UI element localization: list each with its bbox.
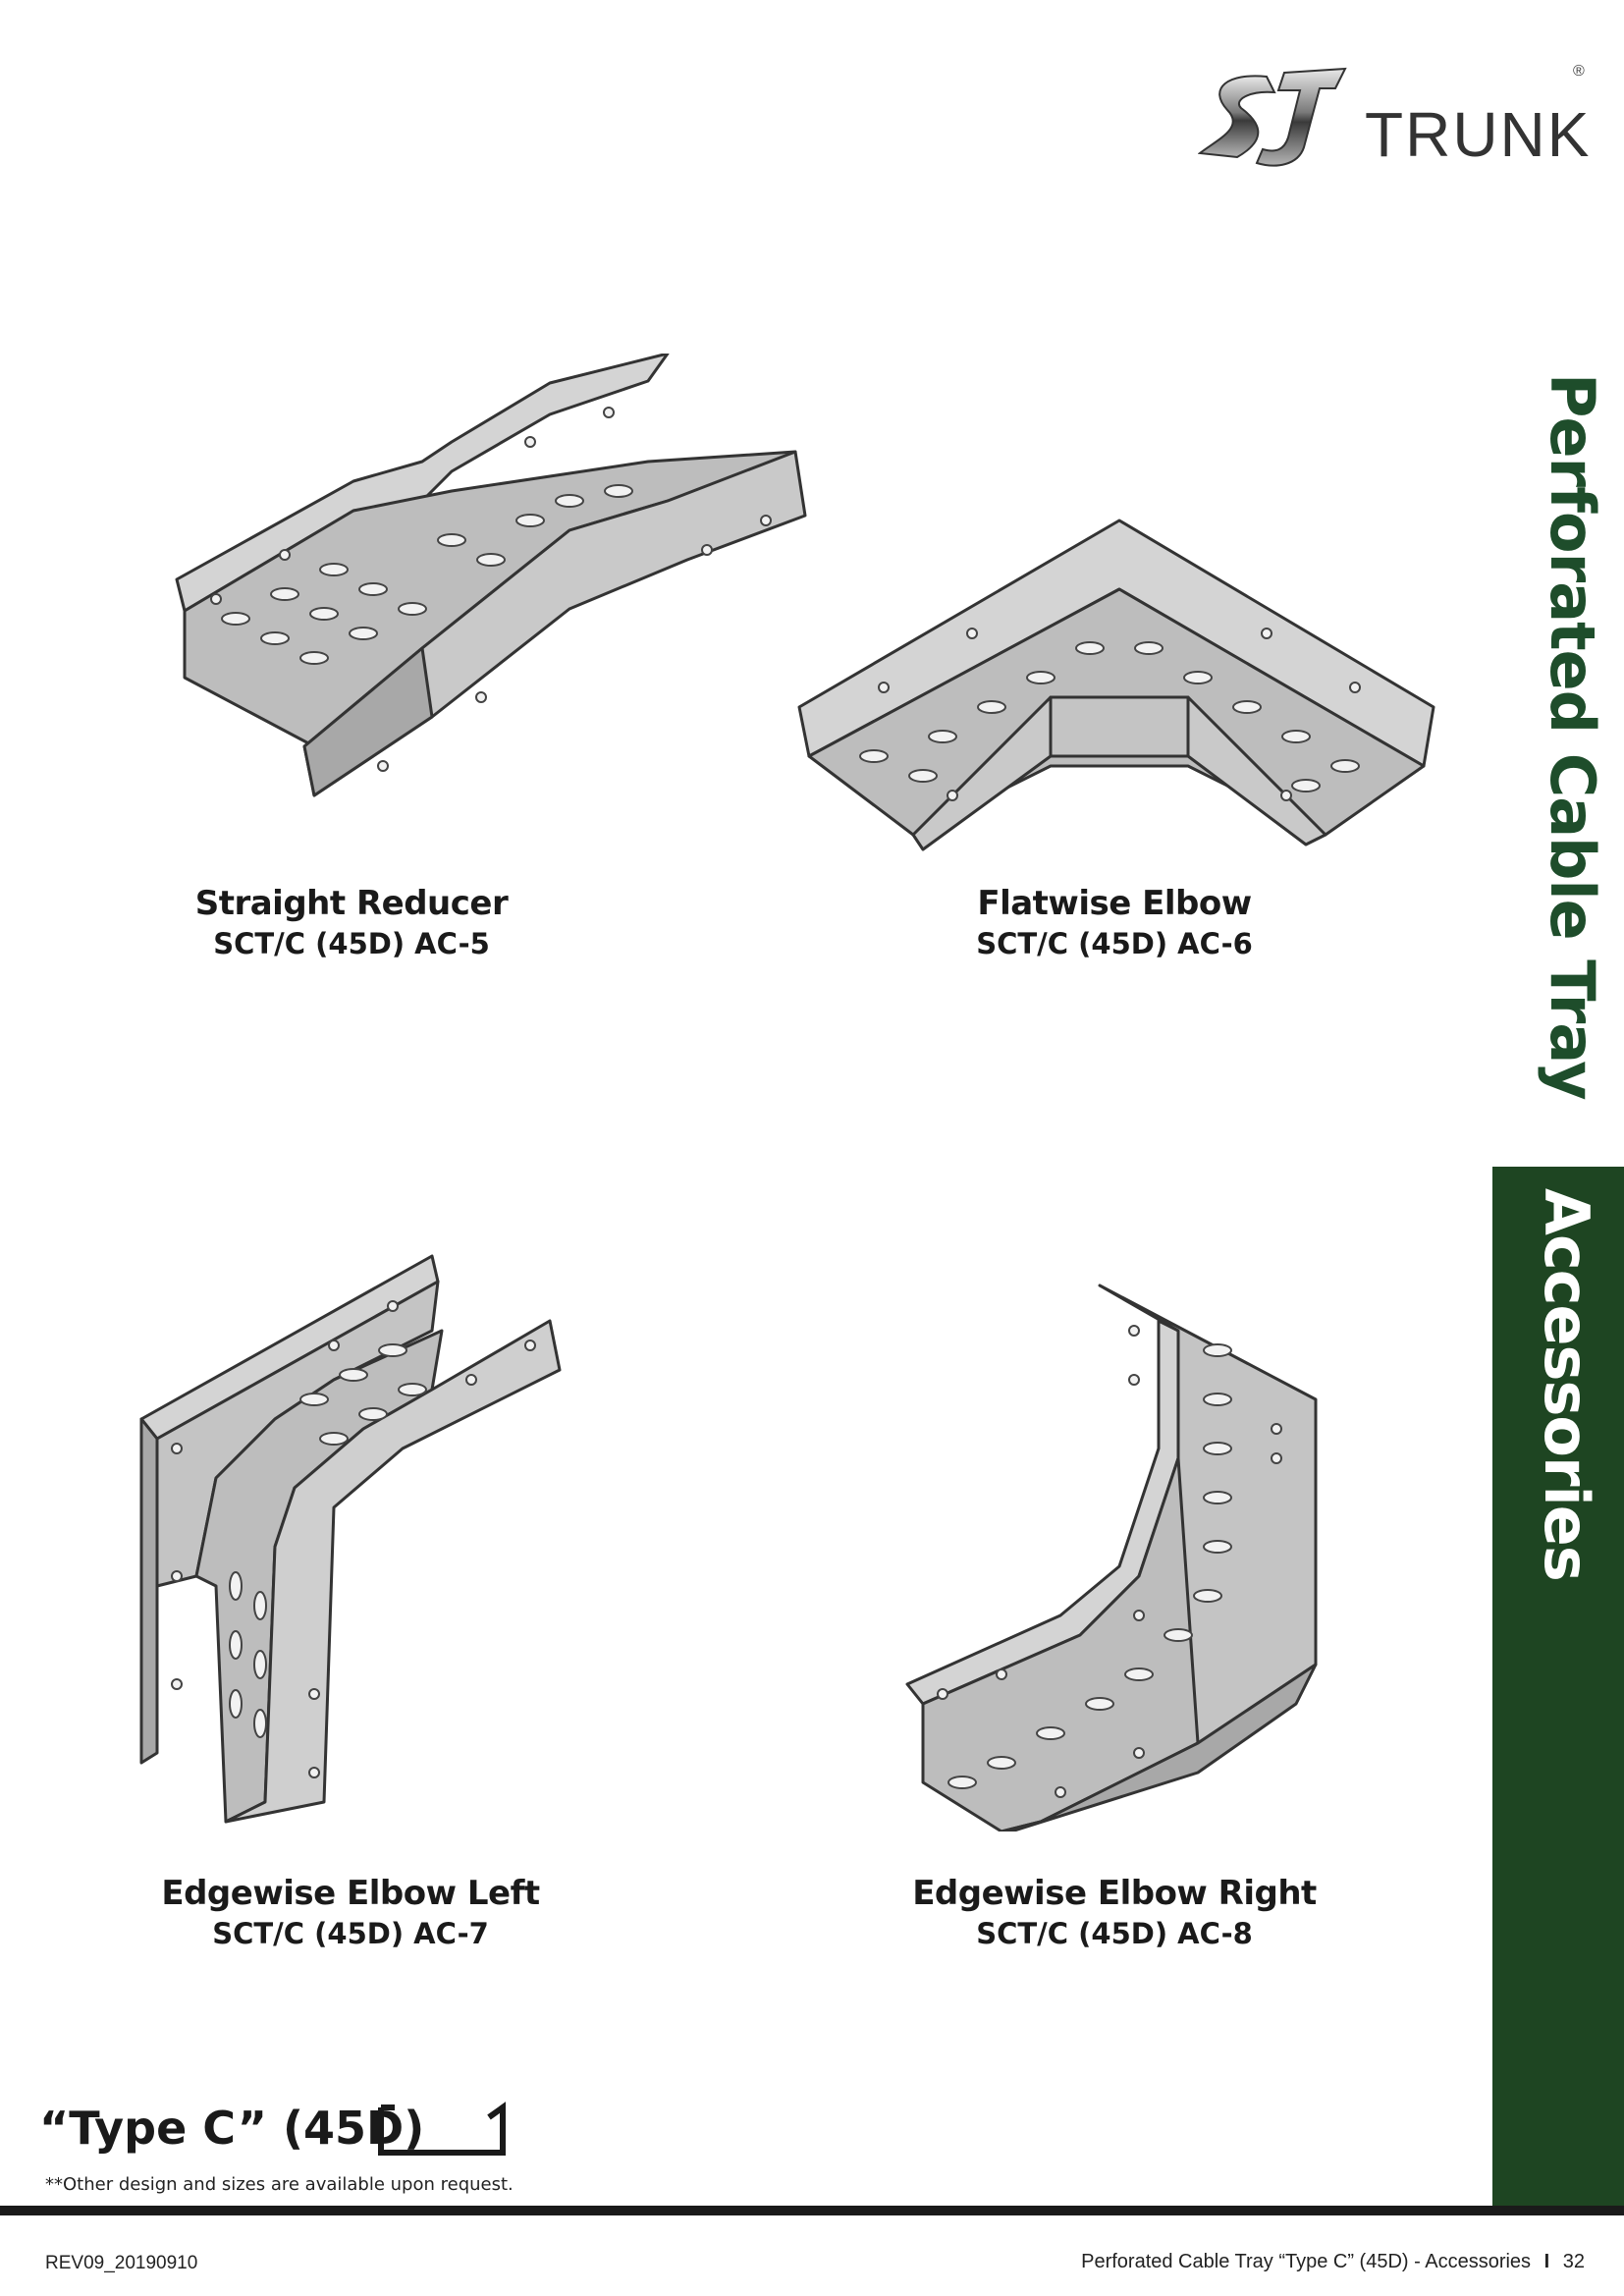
straight-reducer-icon xyxy=(175,354,807,797)
edgewise-elbow-right-icon xyxy=(905,1284,1318,1831)
flatwise-elbow-icon xyxy=(797,519,1435,851)
caption-straight-reducer: Straight Reducer SCT/C (45D) AC-5 xyxy=(57,884,646,960)
revision-label: REV09_20190910 xyxy=(45,2253,198,2273)
product-code: SCT/C (45D) AC-6 xyxy=(976,927,1253,960)
type-c-profile-icon xyxy=(373,2098,511,2165)
side-title: Perforated Cable Tray xyxy=(1532,373,1610,1169)
footer-separator: I xyxy=(1543,2251,1550,2272)
sj-logo-mark-icon xyxy=(1197,67,1347,167)
availability-note: **Other design and sizes are available u… xyxy=(45,2174,514,2195)
footer-section-title: Perforated Cable Tray “Type C” (45D) - A… xyxy=(1081,2251,1532,2272)
side-title-text: Perforated Cable Tray xyxy=(1537,373,1608,1100)
product-name: Flatwise Elbow xyxy=(977,884,1252,923)
product-name: Edgewise Elbow Left xyxy=(161,1874,540,1913)
product-flatwise-elbow-image xyxy=(795,511,1443,854)
product-edgewise-elbow-right-image xyxy=(903,1282,1326,1831)
logo-text: TRUNK xyxy=(1365,99,1592,170)
product-edgewise-elbow-left-image xyxy=(137,1252,569,1831)
edgewise-elbow-left-icon xyxy=(139,1254,562,1824)
product-name: Straight Reducer xyxy=(194,884,509,923)
caption-edgewise-elbow-left: Edgewise Elbow Left SCT/C (45D) AC-7 xyxy=(56,1874,645,1950)
caption-edgewise-elbow-right: Edgewise Elbow Right SCT/C (45D) AC-8 xyxy=(820,1874,1409,1950)
product-code: SCT/C (45D) AC-8 xyxy=(976,1917,1253,1950)
product-code: SCT/C (45D) AC-7 xyxy=(212,1917,489,1950)
footer-section: Perforated Cable Tray “Type C” (45D) - A… xyxy=(1081,2251,1585,2273)
page-number: 32 xyxy=(1562,2251,1585,2272)
side-band: Accessories xyxy=(1492,1167,1624,2208)
type-label: “Type C” (45D) xyxy=(39,2102,425,2155)
product-code: SCT/C (45D) AC-5 xyxy=(213,927,490,960)
caption-flatwise-elbow: Flatwise Elbow SCT/C (45D) AC-6 xyxy=(820,884,1409,960)
registered-mark: ® xyxy=(1573,63,1585,80)
side-band-label: Accessories xyxy=(1531,1188,1602,1581)
product-straight-reducer-image xyxy=(157,354,825,825)
footer-rule xyxy=(0,2206,1624,2215)
product-name: Edgewise Elbow Right xyxy=(912,1874,1317,1913)
brand-logo: TRUNK ® xyxy=(1197,59,1592,177)
